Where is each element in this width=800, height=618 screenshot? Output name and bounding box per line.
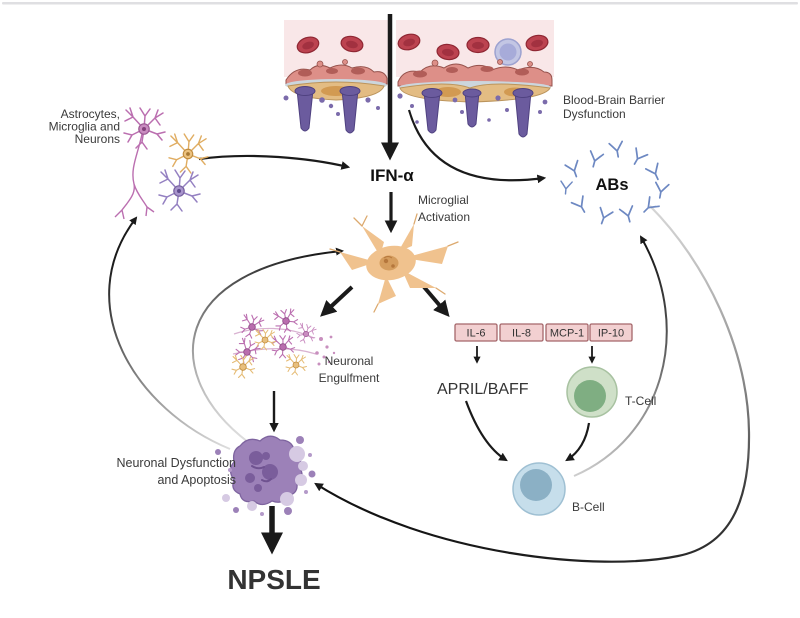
abs-label: ABs [595,176,628,194]
antibody-icon [594,206,614,227]
microglial-activation-line1: Microglial [418,193,469,207]
vesicle-dots [397,93,548,124]
bbb-label-line2: Dysfunction [563,107,626,121]
antibody-icon [644,162,665,183]
frame-top-line [2,2,798,5]
cell-fragments-dark [215,436,316,515]
cytokine-boxes: IL-6 IL-8 MCP-1 IP-10 [454,323,633,342]
activated-microglia-cell [329,213,459,313]
astrocyte-endfeet [294,86,361,134]
arrow-tcell-to-bcell [565,422,591,462]
magenta-neuron-icon [123,107,166,150]
vesicle-dots [283,95,380,116]
antibody-icon [559,180,573,196]
antibody-icon [564,159,584,180]
arrow-abs-to-dysfunction [314,205,751,563]
april-baff-label: APRIL/BAFF [437,381,529,398]
apoptotic-neuron-cell [215,435,316,516]
bbb-panel-left [283,20,388,134]
blood-brain-barrier-illustration [283,20,554,138]
feedback-arrows [108,205,751,563]
text-labels: Astrocytes, Microglia and Neurons Blood-… [49,93,665,595]
astrocytes-label-line2: Microglia and [49,120,120,134]
dysfunction-label-line2: and Apoptosis [157,473,236,487]
arrow-microglia-to-engulfment [320,285,354,317]
orange-microglia-icon [168,133,209,174]
arrow-dysfunction-to-microglia [191,247,344,443]
cytokine-box-il8: IL-8 [499,323,544,342]
neuronal-engulfment-cluster [231,306,336,379]
cytokine-label: IP-10 [598,328,624,340]
debris-dots [315,335,336,366]
cytokine-label: MCP-1 [550,328,584,340]
antibody-icon [627,147,649,169]
cytokine-box-ip10: IP-10 [589,323,633,342]
arrow-astro-to-ifn [198,154,351,170]
bbb-label-line1: Blood-Brain Barrier [563,93,665,107]
arrow-dysfunction-to-astrocytes [108,216,231,450]
ifn-alpha-label: IFN-α [370,166,414,185]
astrocytes-microglia-neurons-cluster [114,107,209,220]
antibody-icon [570,195,592,217]
cytokine-label: IL-8 [512,328,531,340]
cytokine-label: IL-6 [467,328,486,340]
npsle-label: NPSLE [227,564,320,595]
engulfment-label-line2: Engulfment [319,371,380,385]
microglial-activation-line2: Activation [418,210,470,224]
astrocyte-endfeet [421,88,534,138]
astrocytes-label-line1: Astrocytes, [61,107,120,121]
b-cell-label: B-Cell [572,500,605,514]
main-arrows [198,14,596,555]
astrocytes-label-line3: Neurons [75,132,120,146]
arrow-bcell-to-abs [573,235,668,477]
arrow-aprilbaff-to-bcell [464,400,508,462]
purple-neuron-icon [158,169,201,212]
cytokine-box-mcp1: MCP-1 [545,323,589,342]
cell-fragments-light [222,446,308,511]
b-cell-icon [512,462,566,516]
antibody-icon [618,205,638,225]
dysfunction-label-line1: Neuronal Dysfunction [116,456,236,470]
bbb-panel-right [395,20,554,138]
engulfment-label-line1: Neuronal [325,354,374,368]
antibody-icon [585,150,605,170]
cytokine-box-il6: IL-6 [454,323,498,342]
lymphocyte-icon [494,38,522,66]
arrow-microglia-to-cytokines [422,285,450,318]
arrow-bbb-to-abs [407,109,547,184]
red-blood-cell-icon [466,36,490,54]
antibody-icon [652,181,670,200]
antibody-icon [608,140,626,159]
t-cell-icon [566,366,618,418]
t-cell-label: T-Cell [625,394,656,408]
